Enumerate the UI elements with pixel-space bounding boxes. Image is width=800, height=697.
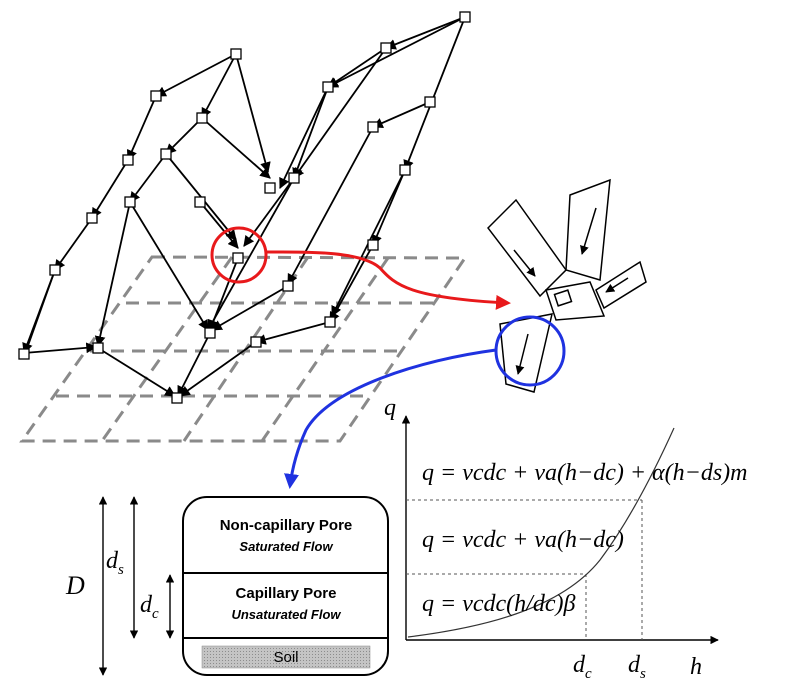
equation-capillary: q = vcdc + va(h−dc) <box>422 527 624 553</box>
grid-outline <box>19 255 468 443</box>
equation-unsaturated: q = vcdc(h/dc)β <box>422 591 575 617</box>
y-axis-label: q <box>384 395 396 421</box>
tick-ds: ds <box>628 652 646 682</box>
grid-node <box>171 392 183 404</box>
capillary-title: Capillary Pore <box>236 585 337 602</box>
grid-line-v3 <box>260 257 390 442</box>
flow-network-nodes <box>18 11 471 404</box>
non-capillary-title: Non-capillary Pore <box>220 517 353 534</box>
red-link-arrow <box>265 250 511 310</box>
grid-node <box>204 327 216 339</box>
grid-node <box>86 212 98 224</box>
grid-node <box>250 336 262 348</box>
focus-circle-red <box>210 226 268 284</box>
grid-node <box>49 264 61 276</box>
grid-node <box>322 81 334 93</box>
flow-graph: q h dc ds q = vcdc + va(h−dc) + α(h−ds)m… <box>384 395 747 682</box>
grid-node <box>160 148 172 160</box>
grid-node <box>122 154 134 166</box>
grid-node <box>230 48 242 60</box>
grid-node <box>367 121 379 133</box>
soil-column: Non-capillary Pore Saturated Flow Capill… <box>65 496 389 676</box>
grid-node <box>232 252 244 264</box>
grid-line-v1 <box>100 256 234 442</box>
saturated-flow-label: Saturated Flow <box>239 539 333 554</box>
grid-node <box>196 112 208 124</box>
grid-node <box>92 342 104 354</box>
grid-node <box>380 42 392 54</box>
unsaturated-flow-label: Unsaturated Flow <box>231 607 341 622</box>
equation-saturated: q = vcdc + va(h−dc) + α(h−ds)m <box>422 460 747 486</box>
blue-link-arrow <box>284 348 497 489</box>
soil-layer-fill <box>201 645 371 669</box>
grid-node <box>424 96 436 108</box>
x-axis-label: h <box>690 654 702 680</box>
flow-network-edges <box>22 16 466 397</box>
grid-node <box>399 164 411 176</box>
channel-junction <box>487 178 647 393</box>
tick-dc: dc <box>573 652 592 682</box>
grid-node <box>288 172 300 184</box>
grid-node <box>459 11 471 23</box>
grid-node <box>18 348 30 360</box>
grid-node <box>150 90 162 102</box>
grid-node <box>264 182 276 194</box>
grid-node <box>282 280 294 292</box>
depth-dc-label: dc <box>140 592 159 622</box>
grid-node <box>367 239 379 251</box>
depth-ds-label: ds <box>106 548 124 578</box>
depth-D-label: D <box>65 571 85 600</box>
soil-label: Soil <box>273 649 298 666</box>
grid-node <box>194 196 206 208</box>
flow-curve <box>407 427 675 638</box>
grid-node <box>324 316 336 328</box>
grid-node <box>124 196 136 208</box>
